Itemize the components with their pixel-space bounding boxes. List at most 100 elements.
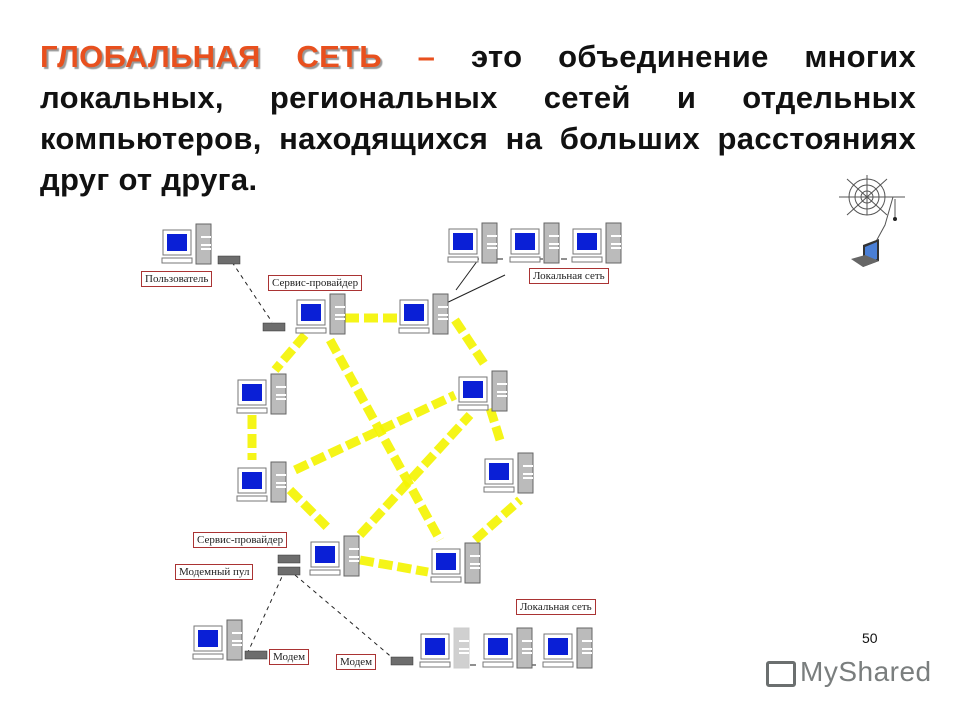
network-link [326,337,444,543]
keyboard [447,256,479,263]
drive-bay [523,465,533,467]
drive-bay [201,244,211,246]
drive-bay [497,395,507,397]
network-link [472,496,523,544]
label-modem-right: Модем [336,654,377,670]
modem-icon [277,554,301,564]
keyboard [295,327,327,334]
drive-bay [522,648,532,650]
heading-text: это объединение многих локальных, регион… [40,39,916,197]
screen [242,472,262,489]
keyboard [571,256,603,263]
label-user: Пользователь [141,271,213,287]
heading-dash: – [417,39,436,74]
screen [577,233,597,250]
drive-bay [470,555,480,557]
drive-bay [438,314,448,316]
slide-heading: ГЛОБАЛЬНАЯ СЕТЬ – это объединение многих… [40,36,916,200]
label-lan-bottom: Локальная сеть [516,599,596,615]
modem-icon [390,656,414,666]
drive-bay [276,486,286,488]
network-link [485,406,505,442]
keyboard [482,661,514,668]
drive-bay [497,391,507,393]
drive-bay [459,652,469,654]
drive-bay [459,648,469,650]
screen [463,381,483,398]
drive-bay [349,548,359,550]
modem-icon [244,650,268,660]
screen [453,233,473,250]
label-service-provider-top: Сервис-провайдер [268,275,363,291]
label-lan-top: Локальная сеть [529,268,609,284]
drive-bay [276,386,286,388]
network-link [356,411,474,539]
page-number: 50 [862,630,878,646]
label-modem-left: Модем [269,649,310,665]
label-service-provider-bottom: Сервис-провайдер [193,532,288,548]
drive-bay [470,567,480,569]
network-link [451,317,489,368]
keyboard [483,486,515,493]
drive-bay [438,306,448,308]
screen [198,630,218,647]
drive-bay [276,394,286,396]
drive-bay [611,235,621,237]
keyboard [509,256,541,263]
screen [515,233,535,250]
heading-period: . [248,162,258,197]
modem-icon [217,255,241,265]
cable-line [455,259,479,291]
keyboard [236,495,268,502]
screen [404,304,424,321]
screen [489,463,509,480]
drive-bay [549,243,559,245]
dialup-line [247,569,286,653]
drive-bay [335,306,345,308]
drive-bay [611,243,621,245]
drive-bay [470,563,480,565]
drive-bay [487,243,497,245]
keyboard [398,327,430,334]
keyboard [192,653,224,660]
keyboard [430,576,462,583]
dialup-line [294,574,396,661]
screen [315,546,335,563]
drive-bay [523,477,533,479]
drive-bay [487,247,497,249]
keyboard [542,661,574,668]
keyboard [236,407,268,414]
drive-bay [276,482,286,484]
drive-bay [232,640,242,642]
keyboard [419,661,451,668]
label-modem-pool: Модемный пул [175,564,254,580]
keyboard [457,404,489,411]
drive-bay [549,247,559,249]
drive-bay [522,640,532,642]
modem-icon [277,566,301,576]
modem-icon [262,322,286,332]
drive-bay [582,652,592,654]
drive-bay [523,473,533,475]
network-link [359,555,429,577]
keyboard [309,569,341,576]
screen [167,234,187,251]
drive-bay [582,640,592,642]
drive-bay [497,383,507,385]
spiderweb-laptop-icon [839,175,905,267]
drive-bay [276,398,286,400]
drive-bay [459,640,469,642]
drive-bay [201,236,211,238]
network-link [286,486,334,534]
cable-line [439,274,506,307]
network-link [271,332,309,373]
network-link [293,390,457,475]
watermark: MyShared [766,655,932,689]
drive-bay [549,235,559,237]
dialup-line [231,261,273,323]
drive-bay [276,474,286,476]
drive-bay [349,556,359,558]
heading-highlight: ГЛОБАЛЬНАЯ СЕТЬ [40,39,382,74]
screen [301,304,321,321]
